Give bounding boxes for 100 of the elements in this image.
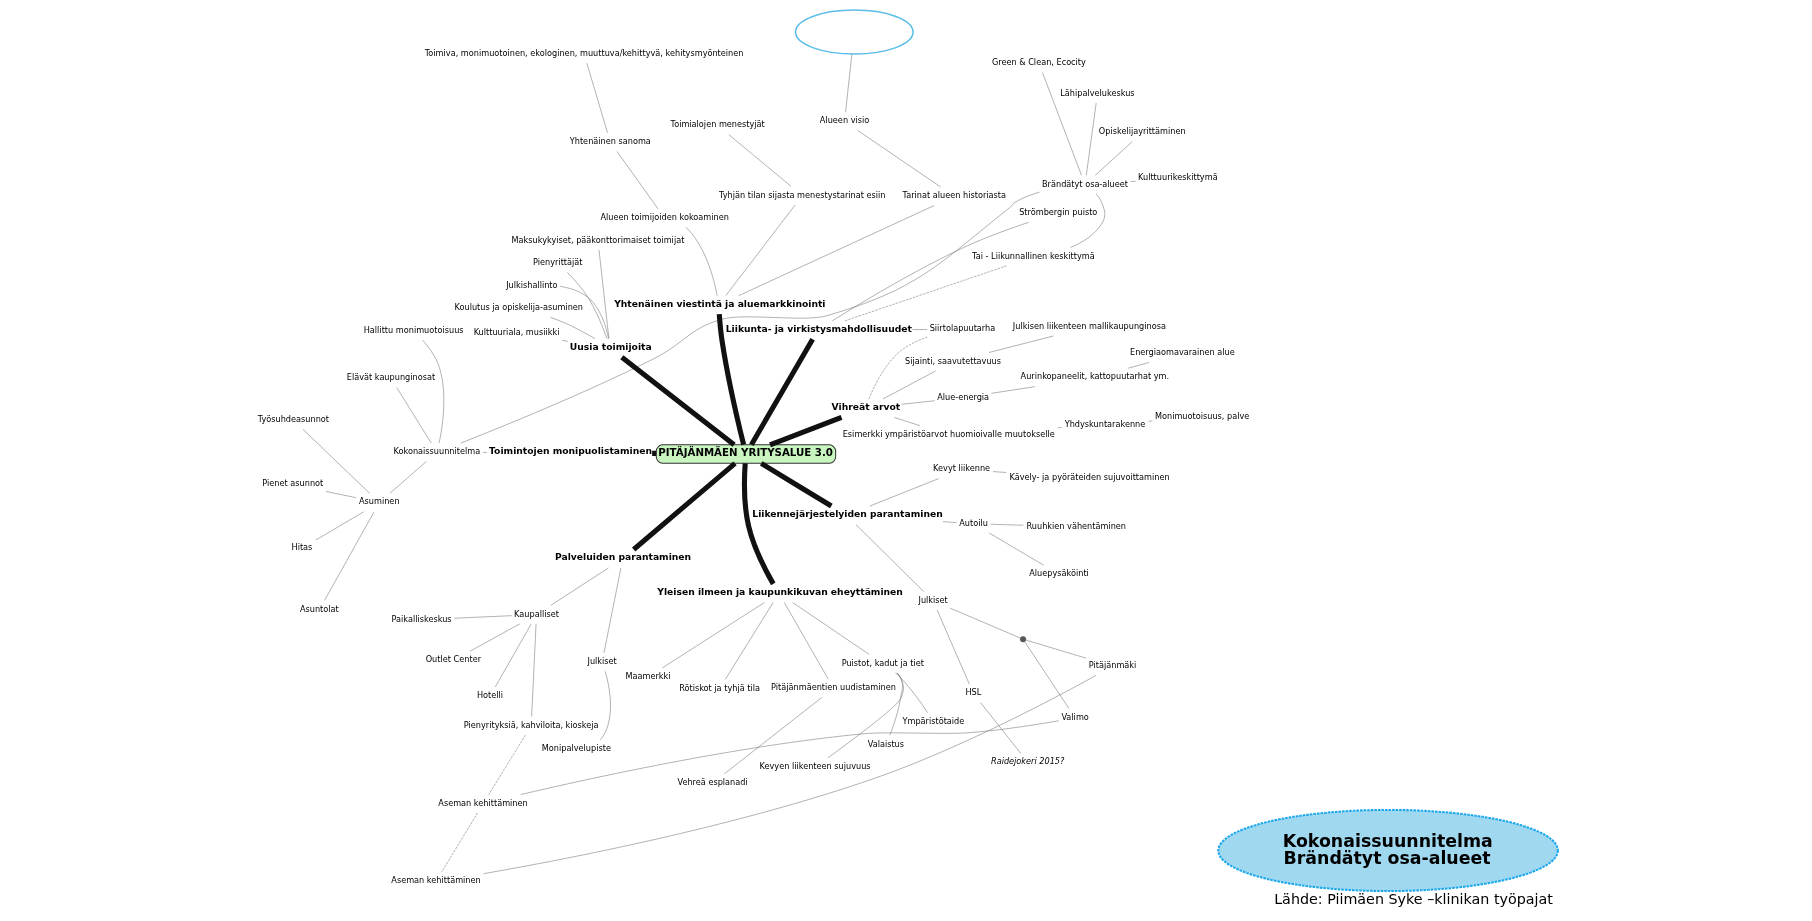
- node-text: Pienyrittäjät: [532, 257, 583, 268]
- node-text: Liikunta- ja virkistysmahdollisuudet: [725, 322, 912, 334]
- connector: [603, 567, 621, 654]
- connector: [844, 53, 852, 113]
- node-text: Aseman kehittäminen: [437, 797, 528, 808]
- node-text: Ruuhkien vähentäminen: [1026, 520, 1126, 531]
- connector: [988, 335, 1054, 353]
- connector: [889, 672, 903, 736]
- connector: [396, 387, 431, 444]
- node-box: PITÄJÄNMÄEN YRITYSALUE 3.0: [655, 444, 836, 464]
- connector: [894, 672, 928, 713]
- node-text: Palveluiden parantaminen: [554, 551, 691, 563]
- node-text: Koulutus ja opiskelija-asuminen: [454, 302, 583, 313]
- connector: [494, 623, 532, 688]
- node-text: Toimialojen menestyjät: [670, 119, 765, 130]
- node-text: Hotelli: [476, 690, 503, 701]
- node-text: Monipalvelupiste: [541, 743, 611, 754]
- node-text: Green & Clean, Ecocity: [991, 57, 1086, 68]
- node-text: Esimerkki ympäristöarvot huomioivalle muutokselle: [842, 428, 1055, 439]
- node-text: Pitäjänmäki: [1088, 660, 1136, 671]
- connector: [325, 491, 356, 498]
- node-text: Hitas: [291, 542, 312, 553]
- caption: Lähde: Piimäen Syke –klinikan työpajat: [1273, 891, 1553, 908]
- connector: [857, 130, 941, 188]
- node-text: Maksukykyiset, pääkonttorimaiset toimijat: [511, 234, 684, 245]
- node-text: Kevyen liikenteen sujuvuus: [759, 761, 871, 772]
- node-text: Yhtenäinen viestintä ja aluemarkkinointi: [613, 297, 826, 309]
- node-text: Liikennejärjestelyiden parantaminen: [751, 508, 943, 520]
- node-text: Kaupalliset: [513, 608, 559, 619]
- connector: [791, 602, 869, 655]
- connector: [893, 417, 920, 426]
- node-text: Valaistus: [867, 738, 904, 749]
- node-text: Sijainti, saavutettavuus: [904, 355, 1001, 366]
- node-text: Elävät kaupunginosat: [346, 372, 435, 383]
- node-ellipse: Kokonaissuunnitelma Brändätyt osa-alueet: [1216, 808, 1559, 893]
- node-text: Pitäjänmäentien uudistaminen: [770, 682, 896, 693]
- node-text: Kevyt liikenne: [932, 463, 990, 474]
- connector: [768, 415, 842, 448]
- connector: [738, 205, 934, 296]
- connector: [1085, 102, 1096, 176]
- node-text: Julkisen liikenteen mallikaupunginosa: [1012, 320, 1166, 331]
- connector: [487, 734, 526, 795]
- node-text: Opiskelijayrittäminen: [1098, 126, 1186, 137]
- connector: [783, 602, 828, 680]
- connector: [482, 675, 1096, 874]
- node-text: Vehreä esplanadi: [676, 777, 748, 787]
- node-text: Raidejokeri 2015?: [990, 756, 1064, 767]
- node-text: Rötiskot ja tyhjä tila: [678, 682, 760, 693]
- node-text: Kokonaissuunnitelma: [393, 446, 480, 457]
- node-text: Yhdyskuntarakenne: [1064, 418, 1145, 429]
- connector: [1069, 193, 1105, 248]
- node-text: Valimo: [1060, 711, 1089, 722]
- connector: [900, 400, 935, 405]
- connector: [520, 720, 1059, 795]
- connector: [827, 672, 904, 759]
- node-text: Maamerkki: [624, 671, 670, 682]
- connector: [323, 511, 374, 601]
- node-text: Pienyrityksiä, kahviloita, kioskeja: [463, 719, 599, 730]
- connector: [482, 452, 487, 453]
- connector: [868, 478, 939, 507]
- node-text: Asuntolat: [299, 603, 339, 614]
- node-text: HSL: [964, 687, 981, 698]
- node-cloud: [794, 9, 914, 55]
- node-text: Alueen toimijoiden kokoaminen: [600, 212, 729, 223]
- connector: [453, 615, 512, 619]
- node-text: Hallittu monimuotoisuus: [363, 324, 464, 335]
- node-text: Puistot, kadut ja tiet: [841, 657, 924, 668]
- connector: [1056, 427, 1062, 428]
- node-text: Yleisen ilmeen ja kaupunkikuvan eheyttäminen: [656, 585, 903, 597]
- connector: [661, 602, 765, 669]
- connector: [651, 450, 656, 456]
- node-text: Tarinat alueen historiasta: [902, 190, 1006, 201]
- node-circle: [1019, 636, 1026, 643]
- connector: [716, 313, 746, 446]
- node-text: Lähipalvelukeskus: [1059, 87, 1135, 98]
- node-text: Julkishallinto: [505, 279, 558, 290]
- connector: [389, 461, 427, 494]
- connector: [550, 567, 609, 606]
- connector: [549, 317, 595, 339]
- connector: [598, 249, 609, 339]
- node-text: Paikalliskeskus: [391, 613, 452, 624]
- node-text: Työsuhdeasunnot: [257, 414, 329, 425]
- node-text: Autoilu: [958, 517, 988, 528]
- connector: [990, 386, 1035, 394]
- node-text: Ympäristötaide: [901, 715, 964, 726]
- node-text: Asuminen: [358, 496, 400, 507]
- connector: [315, 511, 364, 541]
- node-text: Aseman kehittäminen: [390, 875, 481, 886]
- node-text: Toimiva, monimuotoinen, ekologinen, muuttuva/kehittyvä, kehitysmyönteinen: [424, 47, 743, 58]
- connector: [685, 227, 717, 296]
- connector: [530, 623, 536, 717]
- node-text: Brändätyt osa-alueet: [1041, 178, 1128, 189]
- connector: [302, 429, 370, 494]
- node-text: Aluepysäköinti: [1028, 568, 1089, 579]
- node-text: Vihreät arvot: [831, 400, 900, 412]
- connector: [566, 272, 607, 339]
- connector: [882, 370, 936, 400]
- node-text: Kulttuurikeskittymä: [1137, 172, 1218, 183]
- connector: [988, 532, 1044, 566]
- connector: [728, 134, 791, 187]
